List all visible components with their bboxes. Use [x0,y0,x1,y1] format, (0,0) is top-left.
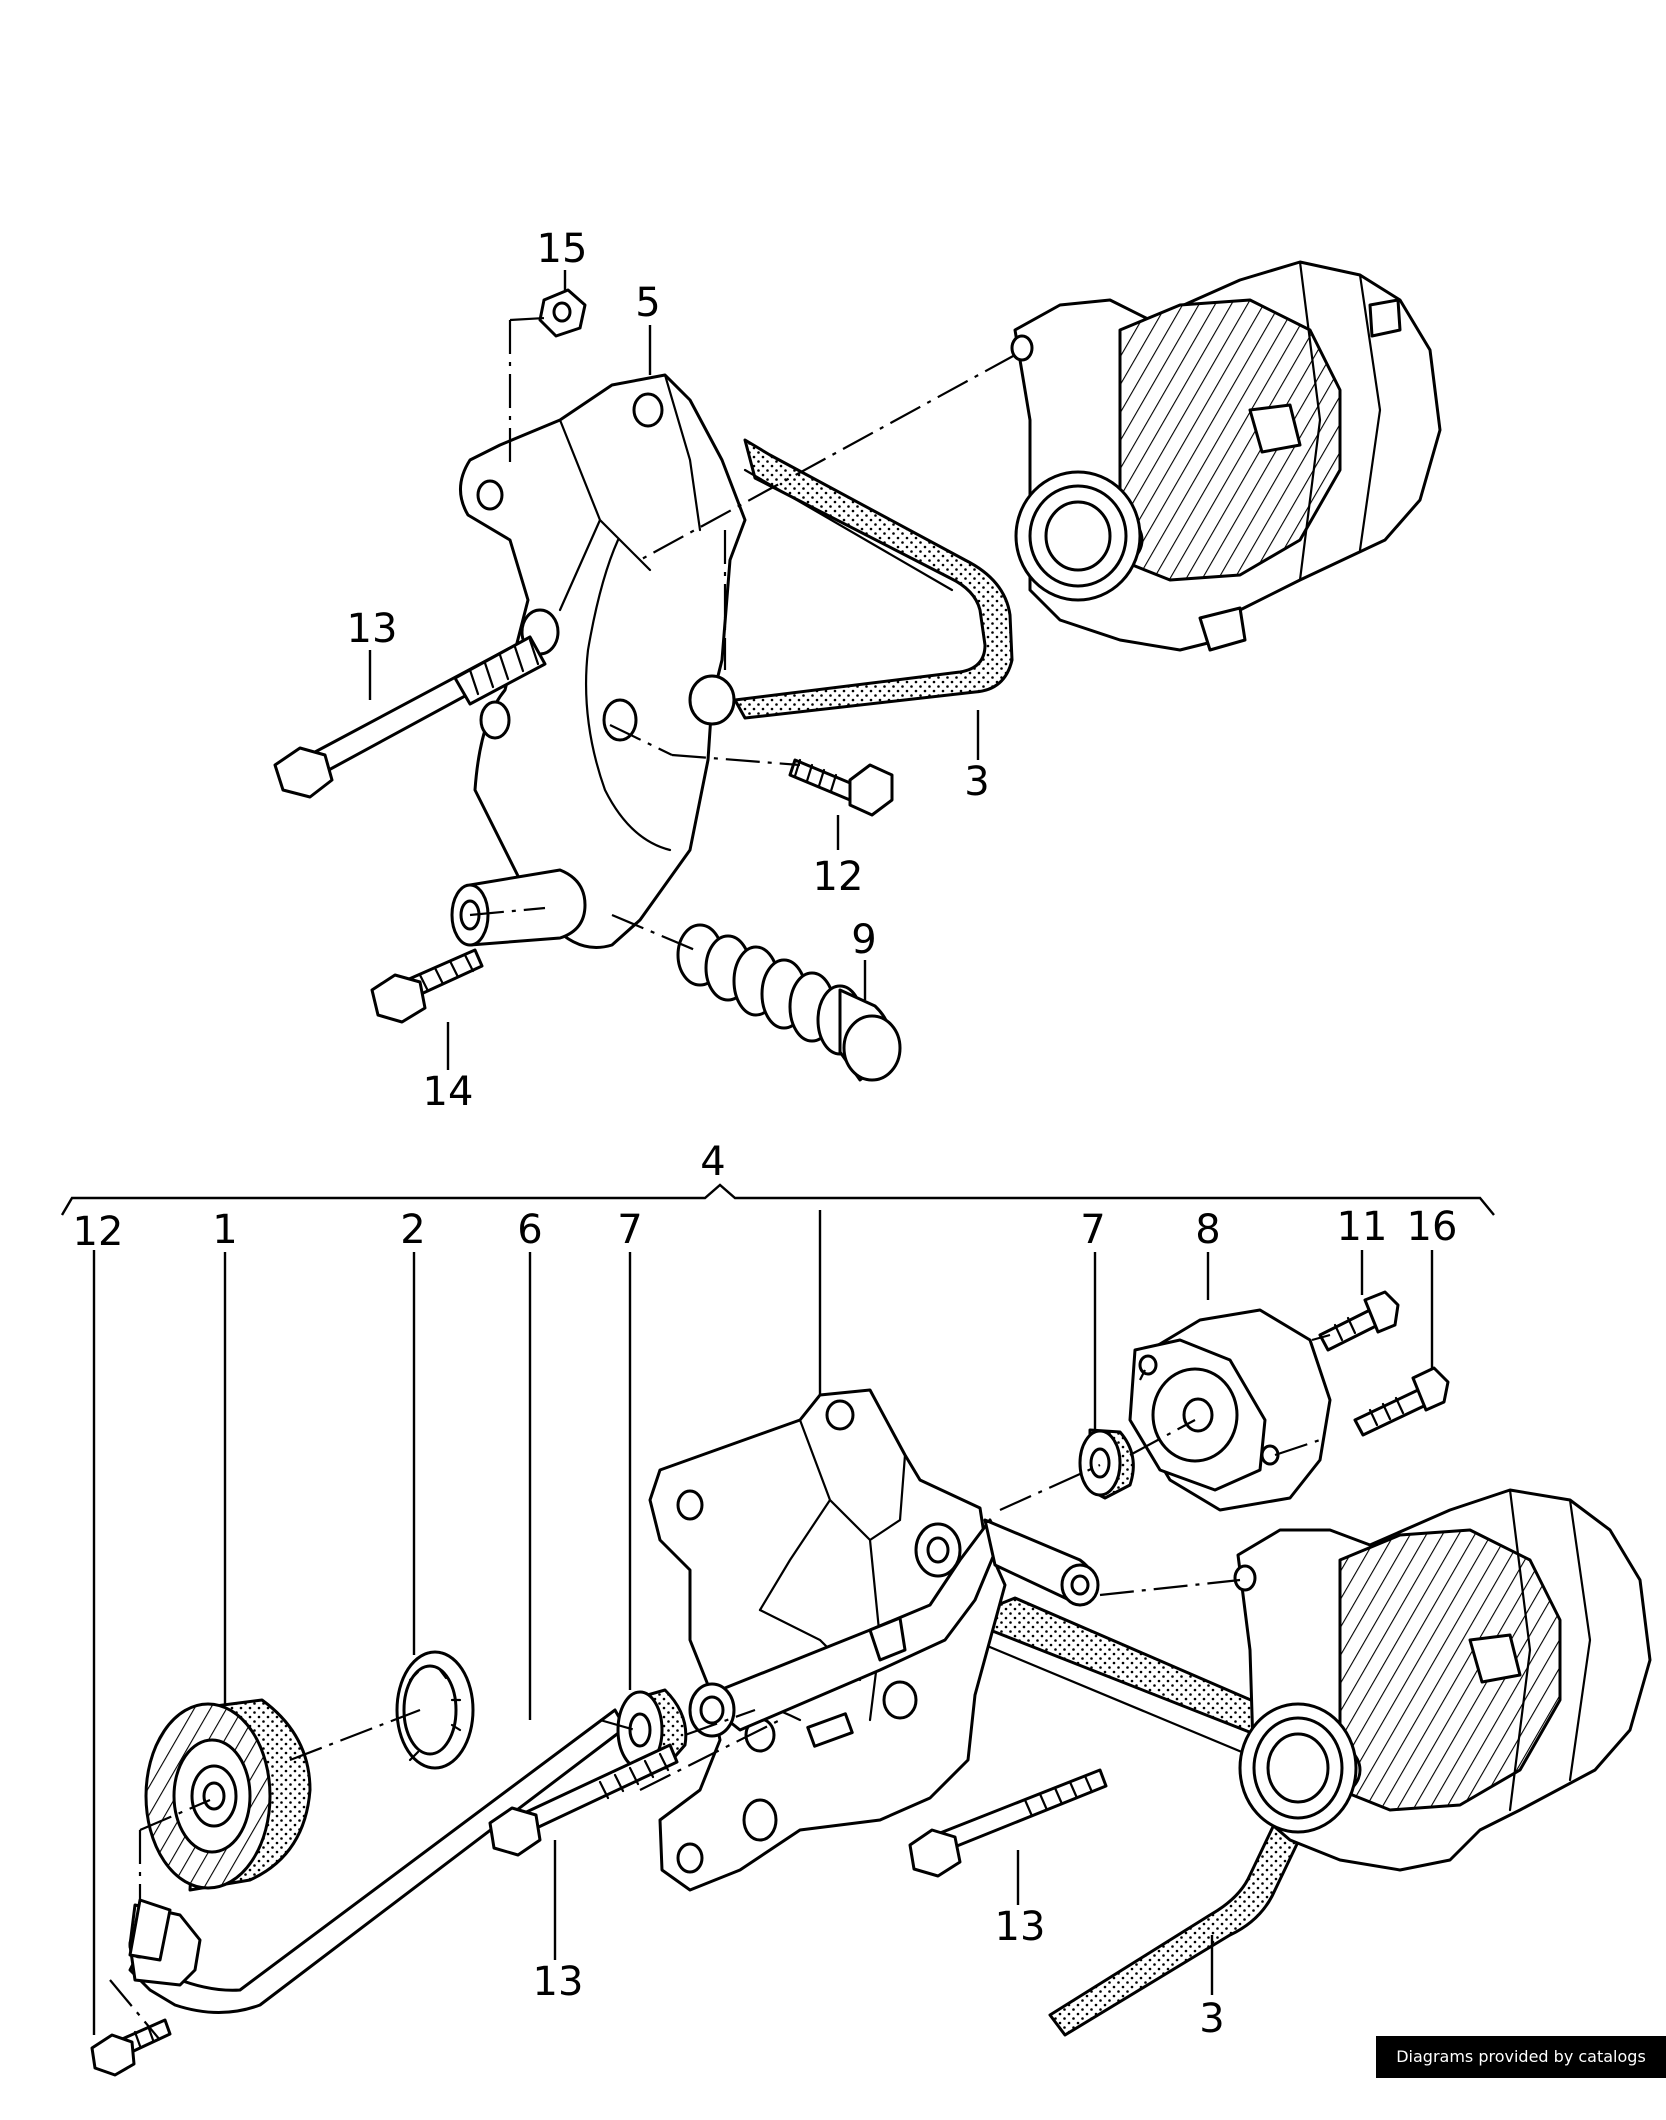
bolt-13-bottom-left-head [488,1806,542,1857]
bolt-13-bottom-middle [933,1768,1108,1854]
callout-4: 4 [700,1139,725,1185]
screw-11-head [1363,1290,1400,1334]
ribbed-belt-top [733,438,1014,720]
callout-12-top: 12 [813,854,864,900]
callout-12-bottom: 12 [73,1209,124,1255]
bracket-hole-bottom-1 [676,1489,704,1521]
screw-11 [1318,1308,1380,1352]
callout-11: 11 [1337,1204,1388,1250]
alternator-ear-bottom [1233,1564,1257,1592]
callout-8: 8 [1195,1207,1220,1253]
bushing-7-right [1078,1428,1135,1500]
bracket-boss-top-3 [688,674,736,726]
callout-16: 16 [1407,1204,1458,1250]
bolt-14-head [370,973,427,1024]
alternator-bottom-fins [1338,1528,1562,1812]
alternator-bracket-top [459,373,747,949]
bolt-13-bottom-middle-head [908,1828,962,1878]
screw-16-head [1411,1366,1450,1412]
alternator-top-fins [1118,298,1342,582]
tensioner-roller-1 [144,1698,312,1892]
callout-13-bottom-left: 13 [533,1959,584,2005]
bolt-13-top-head [273,746,334,799]
screw-16 [1353,1388,1428,1437]
callout-5: 5 [635,280,660,326]
tension-spring-9 [676,923,902,1082]
callout-14: 14 [423,1069,474,1115]
bracket-mounting-hole-top-1 [476,479,504,511]
diagram-credit-banner: Diagrams provided by catalogs parts [1376,2036,1666,2108]
damper-8 [1128,1308,1332,1512]
callout-6: 6 [517,1207,542,1253]
callout-2: 2 [400,1207,425,1253]
callout-1: 1 [212,1207,237,1253]
alternator-mounting-bracket-bottom [648,1388,1007,1892]
callout-9: 9 [851,917,876,963]
callout-15: 15 [537,226,588,272]
callout-13-top: 13 [347,606,398,652]
screw-12-bottom-head [90,2033,136,2077]
bracket-boss-top-4 [479,700,511,740]
callout-7-right: 7 [1080,1207,1105,1253]
callout-7-left: 7 [617,1207,642,1253]
callout-3-bottom: 3 [1199,1996,1224,2042]
bracket-hole-bottom-5 [742,1798,778,1842]
bracket-pivot-sleeve-top [468,868,587,947]
bracket-boss-top-2 [602,698,638,742]
callout-13-bottom-middle: 13 [995,1904,1046,1950]
bracket-hole-bottom-6 [676,1842,704,1874]
bracket-mounting-hole-top-2 [632,392,664,428]
bracket-hole-bottom-2 [825,1399,855,1431]
cover-cap-2 [395,1650,475,1770]
bracket-hole-bottom-4 [882,1680,918,1720]
alternator-ear-top [1010,334,1034,362]
callout-3-top: 3 [964,759,989,805]
screw-12-top-head [848,763,894,817]
